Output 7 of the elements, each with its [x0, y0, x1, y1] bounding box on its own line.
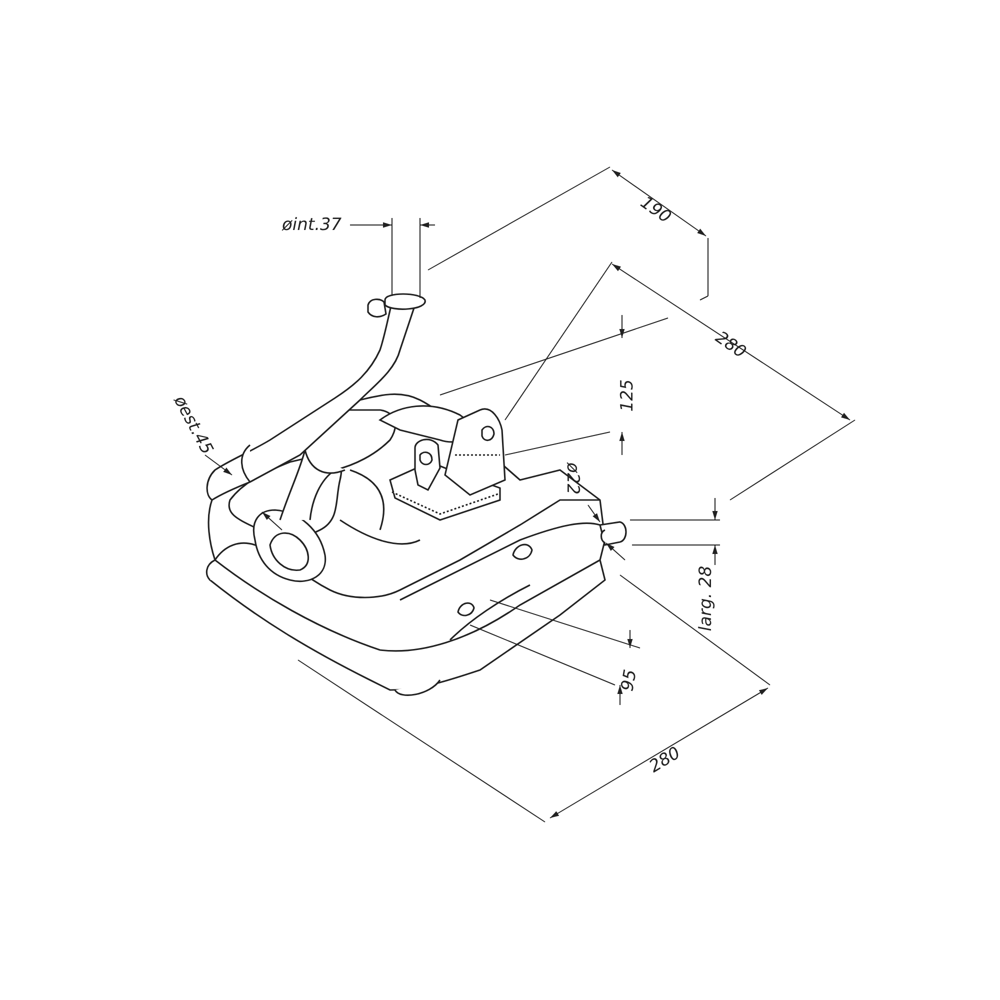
dimension-label: larg. 28 — [698, 565, 715, 631]
dimension-label: 190 — [637, 194, 674, 226]
dimension-label: øint.37 — [282, 216, 342, 234]
dimension-label: 95 — [620, 668, 640, 692]
dimension-label: 280 — [646, 744, 684, 776]
dimension-label: 125 — [620, 378, 637, 412]
dimension-label: 280 — [712, 328, 748, 362]
